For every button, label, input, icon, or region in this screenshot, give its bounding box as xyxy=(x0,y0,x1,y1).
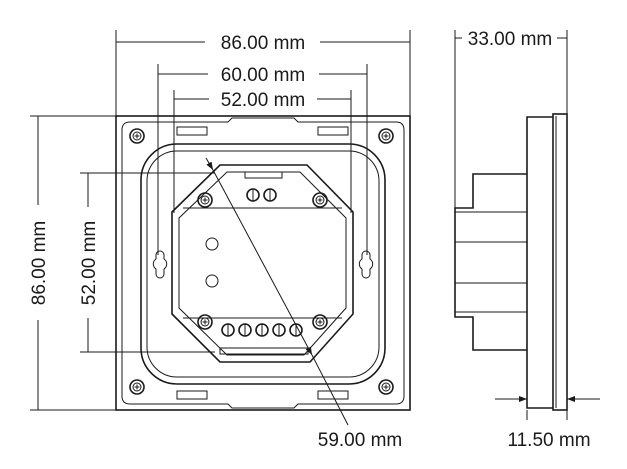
module-box xyxy=(171,164,354,363)
panel-body xyxy=(526,116,553,409)
dim-mount-60: 60.00 mm xyxy=(221,65,305,86)
dim-height-86: 86.00 mm xyxy=(29,221,50,305)
dim-depth-33: 33.00 mm xyxy=(468,29,552,50)
gasket-inner xyxy=(146,150,380,378)
inner-frame xyxy=(121,117,405,409)
dim-thickness-11-5: 11.50 mm xyxy=(507,430,590,451)
keyhole-left xyxy=(152,250,168,279)
back-box xyxy=(454,173,527,351)
outer-frame xyxy=(115,115,411,411)
dim-diagonal-59: 59.00 mm xyxy=(318,430,402,451)
front-plate xyxy=(552,113,568,411)
gasket-outer xyxy=(140,143,386,385)
side-view: 33.00 mm 11.50 mm xyxy=(454,29,600,451)
keyhole-right xyxy=(358,250,374,279)
front-view: 86.00 mm 60.00 mm 52.00 mm 86.00 mm 52.0… xyxy=(29,30,411,451)
dim-box-height-52: 52.00 mm xyxy=(79,221,100,305)
dim-width-86: 86.00 mm xyxy=(221,33,305,54)
dim-box-52: 52.00 mm xyxy=(221,90,305,111)
